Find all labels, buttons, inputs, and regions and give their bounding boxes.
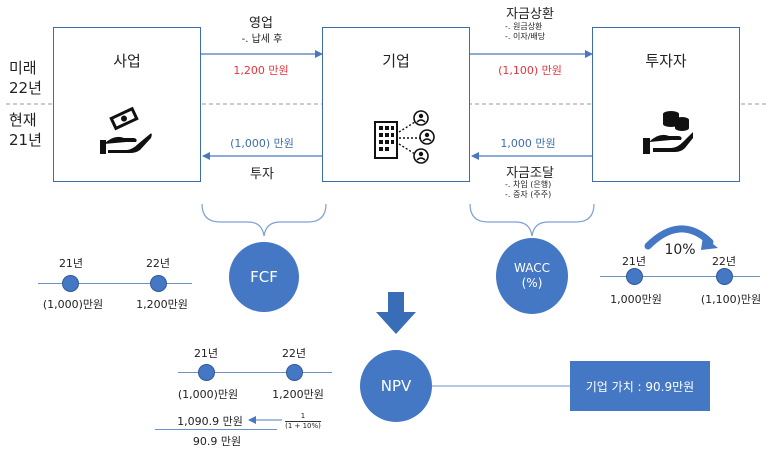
fcf-year-1: 21년	[58, 257, 84, 270]
wacc-point-1	[626, 268, 643, 285]
repayment-note-1: -. 원금상환	[505, 22, 543, 31]
down-arrow	[376, 292, 416, 334]
hand-money-icon	[100, 106, 152, 154]
investor-box: 투자자	[592, 27, 740, 182]
investment-title: 투자	[250, 167, 274, 182]
business-title: 사업	[113, 52, 141, 70]
npv-point-2	[286, 364, 303, 381]
npv-value-2: 1,200만원	[272, 388, 324, 401]
fcf-label: FCF	[250, 268, 278, 286]
operation-title: 영업	[249, 16, 273, 31]
investor-title: 투자자	[645, 52, 687, 70]
business-box: 사업	[53, 27, 201, 182]
fcf-value-2: 1,200만원	[136, 298, 188, 311]
present-label-line2: 21년	[9, 131, 42, 149]
company-network-icon	[374, 110, 435, 164]
fcf-timeline-axis	[38, 283, 192, 284]
funding-note-2: -. 증자 (주주)	[505, 190, 552, 199]
funding-note-1: -. 차입 (은행)	[505, 180, 552, 189]
npv-year-2: 22년	[281, 347, 307, 360]
wacc-rate: 10%	[664, 242, 696, 258]
wacc-circle: WACC (%)	[496, 238, 568, 314]
future-label-line2: 22년	[9, 79, 42, 97]
funding-title: 자금조달	[506, 166, 554, 181]
npv-total-value: 90.9 만원	[192, 435, 242, 448]
wacc-point-2	[716, 268, 733, 285]
investment-amount: (1,000) 만원	[230, 137, 294, 150]
wacc-unit: (%)	[521, 276, 543, 290]
wacc-value-2: (1,100)만원	[700, 293, 762, 306]
npv-label: NPV	[380, 377, 412, 395]
npv-sum-line	[155, 429, 277, 430]
repayment-note-2: -. 이자/배당	[505, 32, 546, 41]
discount-factor-bar	[285, 421, 321, 422]
npv-year-1: 21년	[193, 347, 219, 360]
fcf-year-2: 22년	[145, 257, 171, 270]
future-label-line1: 미래	[9, 59, 37, 77]
discount-factor-numerator: 1	[300, 412, 306, 420]
discount-factor-denominator: (1 + 10%)	[285, 422, 321, 430]
company-title: 기업	[382, 52, 410, 70]
present-label-line1: 현재	[9, 111, 37, 129]
npv-circle: NPV	[360, 350, 432, 422]
wacc-label: WACC	[514, 261, 550, 275]
future-label: 미래 22년	[9, 58, 42, 98]
npv-point-1	[198, 364, 215, 381]
wacc-value-1: 1,000만원	[610, 293, 662, 306]
npv-timeline-axis	[178, 372, 332, 373]
company-value-label: 기업 가치 : 90.9만원	[585, 379, 695, 394]
wacc-brace	[469, 203, 595, 237]
company-value-result: 기업 가치 : 90.9만원	[570, 361, 710, 411]
funding-amount: 1,000 만원	[500, 137, 556, 150]
npv-value-1: (1,000)만원	[177, 388, 239, 401]
operation-amount: 1,200 만원	[233, 64, 289, 77]
wacc-year-2: 22년	[711, 255, 737, 268]
repayment-amount: (1,100) 만원	[498, 64, 562, 77]
fcf-brace	[201, 203, 327, 237]
present-label: 현재 21년	[9, 110, 42, 150]
wacc-year-1: 21년	[621, 255, 647, 268]
hand-coins-icon	[643, 111, 693, 154]
fcf-value-1: (1,000)만원	[42, 298, 104, 311]
wacc-timeline-axis	[600, 276, 760, 277]
repayment-title: 자금상환	[506, 7, 554, 22]
fcf-point-1	[62, 275, 79, 292]
npv-discounted-value: 1,090.9 만원	[177, 415, 243, 428]
company-box: 기업	[322, 27, 470, 182]
operation-note: -. 납세 후	[241, 34, 283, 45]
discount-factor: 1 (1 + 10%)	[285, 412, 321, 431]
fcf-point-2	[150, 275, 167, 292]
fcf-circle: FCF	[229, 242, 299, 312]
